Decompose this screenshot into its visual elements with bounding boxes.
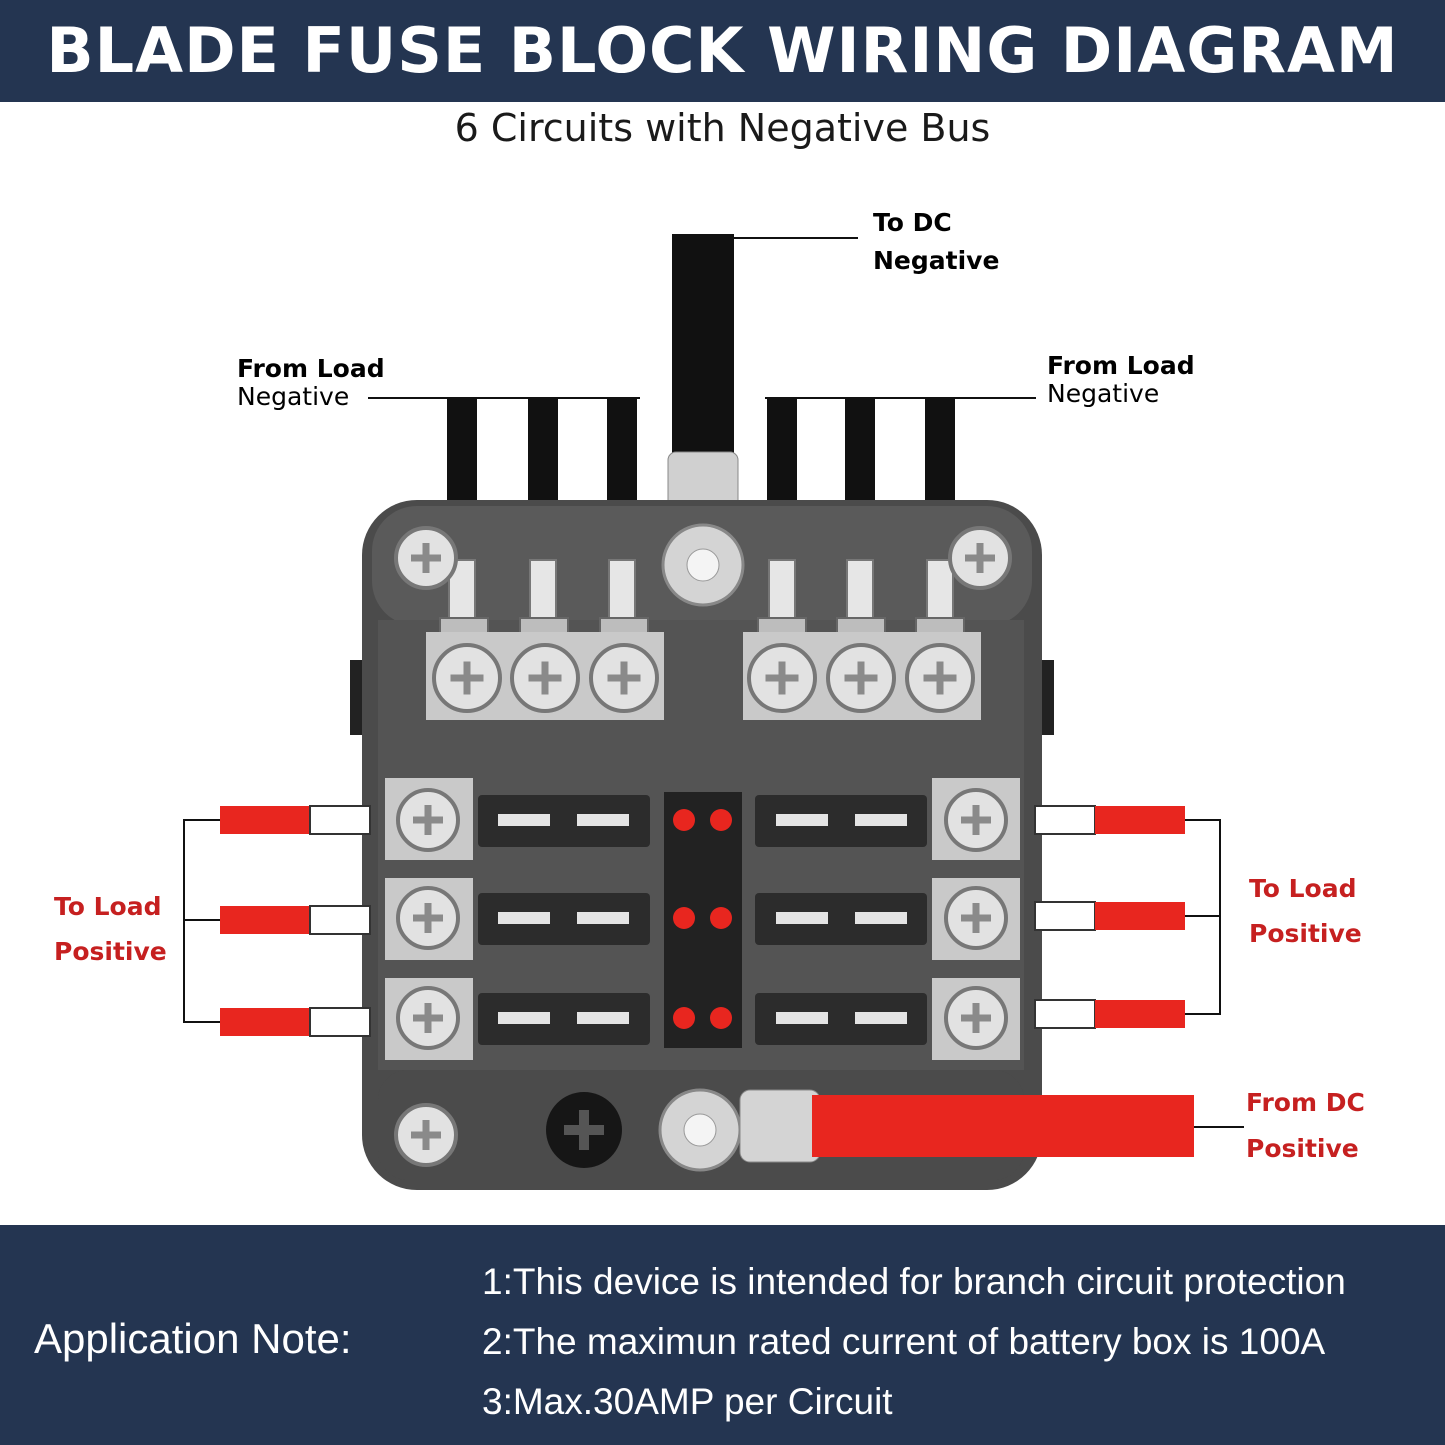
screw-heads	[394, 526, 1012, 1167]
dc-negative-cable	[672, 234, 734, 464]
led-indicators	[673, 809, 732, 1029]
screw-head	[944, 986, 1008, 1050]
fuse-slot-4	[755, 795, 927, 847]
fuse-slot-1	[478, 795, 650, 847]
load-negative-label-right: From Load Negative	[1047, 351, 1195, 408]
fuse-slot-6	[755, 993, 927, 1045]
application-note-title: Application Note:	[34, 1315, 352, 1362]
load-positive-label-right: To Load Positive	[1249, 874, 1362, 948]
fuse-slot-5	[755, 893, 927, 945]
screw-head	[826, 643, 896, 713]
diagram-title: BLADE FUSE BLOCK WIRING DIAGRAM	[46, 14, 1399, 87]
screw-head	[394, 526, 458, 590]
application-note-footer: Application Note: 1:This device is inten…	[0, 1225, 1445, 1445]
dc-positive-cable	[812, 1095, 1194, 1157]
fuse-slot-2	[478, 893, 650, 945]
fuse-slot-3	[478, 993, 650, 1045]
load-positive-wires-right	[1034, 805, 1221, 1029]
screw-head	[948, 526, 1012, 590]
dc-negative-label: To DC Negative	[873, 208, 1000, 275]
load-positive-label-left: To Load Positive	[54, 892, 167, 966]
screw-head	[394, 1103, 458, 1167]
dc-positive-label: From DC Positive	[1246, 1088, 1365, 1163]
note-item-1: 1:This device is intended for branch cir…	[482, 1261, 1346, 1302]
screw-head	[944, 788, 1008, 852]
title-banner: BLADE FUSE BLOCK WIRING DIAGRAM	[0, 0, 1445, 102]
diagram-subtitle: 6 Circuits with Negative Bus	[454, 106, 991, 150]
load-positive-wires-left	[183, 805, 371, 1037]
screw-head	[396, 788, 460, 852]
screw-head	[396, 986, 460, 1050]
screw-head	[589, 643, 659, 713]
note-item-2: 2:The maximun rated current of battery b…	[482, 1321, 1326, 1362]
note-item-3: 3:Max.30AMP per Circuit	[482, 1381, 893, 1422]
load-negative-label-left: From Load Negative	[237, 354, 385, 411]
screw-head	[905, 643, 975, 713]
screw-head	[432, 643, 502, 713]
screw-head	[396, 886, 460, 950]
screw-head	[944, 886, 1008, 950]
fuse-block-diagram	[183, 234, 1244, 1190]
screw-head	[510, 643, 580, 713]
screw-head	[747, 643, 817, 713]
